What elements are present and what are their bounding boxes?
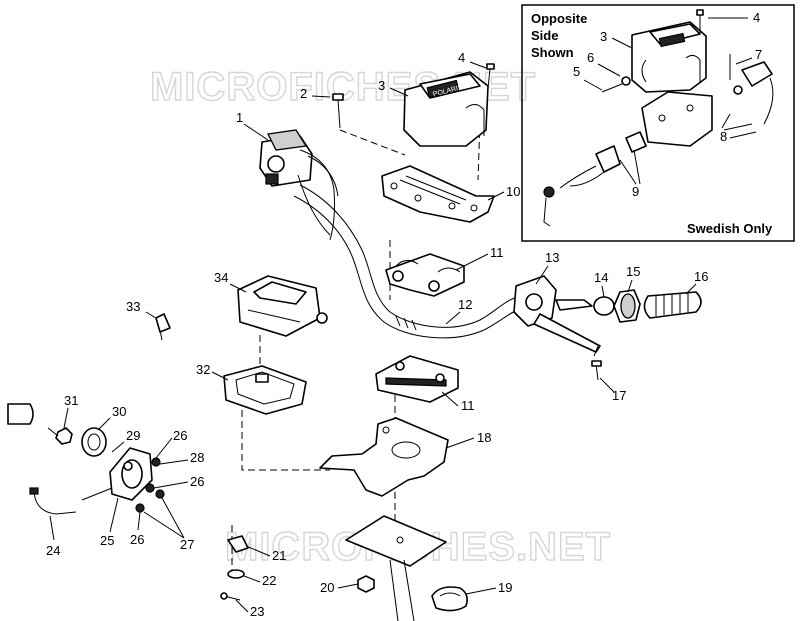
inset-callout-5: 5 xyxy=(573,64,580,79)
inset-panel: Opposite Side Shown Swedish Only xyxy=(521,4,795,242)
gauge-mount xyxy=(223,365,307,415)
callout-33: 33 xyxy=(126,299,140,314)
handlebar-clamp-lower xyxy=(375,355,459,403)
callout-19: 19 xyxy=(498,580,512,595)
callout-16: 16 xyxy=(694,269,708,284)
inset-switch-cover xyxy=(631,21,707,93)
throttle-control xyxy=(259,129,339,241)
nut-31 xyxy=(47,427,73,445)
callout-13: 13 xyxy=(545,250,559,265)
speedometer xyxy=(237,275,328,337)
callout-26-a: 26 xyxy=(173,428,187,443)
switch-cover: POLARIS xyxy=(403,71,489,147)
clip-21 xyxy=(227,535,249,553)
ignition-switch xyxy=(81,447,153,501)
pin-23 xyxy=(220,592,241,601)
inset-note: Swedish Only xyxy=(687,221,773,236)
callout-34: 34 xyxy=(214,270,228,285)
inset-callout-6: 6 xyxy=(587,50,594,65)
inset-callout-3: 3 xyxy=(600,29,607,44)
callout-12: 12 xyxy=(458,297,472,312)
inset-callout-8: 8 xyxy=(720,129,727,144)
callout-26-c: 26 xyxy=(130,532,144,547)
callout-30: 30 xyxy=(112,404,126,419)
screw-4 xyxy=(486,63,495,89)
callout-10: 10 xyxy=(506,184,520,199)
callout-18: 18 xyxy=(477,430,491,445)
inset-title-line-3: Shown xyxy=(531,45,574,60)
brake-master-cylinder xyxy=(513,275,601,357)
callout-2: 2 xyxy=(300,86,307,101)
callout-32: 32 xyxy=(196,362,210,377)
screw-17 xyxy=(591,360,602,381)
callout-11-upper: 11 xyxy=(490,245,504,260)
hose-clamp xyxy=(431,586,468,612)
callout-3: 3 xyxy=(378,78,385,93)
inset-border xyxy=(521,4,795,242)
inset-bracket xyxy=(641,91,713,147)
callout-22: 22 xyxy=(262,573,276,588)
callout-11-lower: 11 xyxy=(461,398,475,413)
inset-callout-4: 4 xyxy=(753,10,760,25)
handlebar-clamp-upper xyxy=(385,253,465,297)
heater-switch-housing xyxy=(613,289,641,323)
inset-title-line-1: Opposite xyxy=(531,11,587,26)
washer-22 xyxy=(227,569,245,579)
screw-2 xyxy=(332,93,344,129)
callout-26-b: 26 xyxy=(190,474,204,489)
callout-31: 31 xyxy=(64,393,78,408)
callout-29: 29 xyxy=(126,428,140,443)
end-cap xyxy=(593,296,615,316)
wire-lead-24 xyxy=(29,487,77,515)
callout-20: 20 xyxy=(320,580,334,595)
callout-21: 21 xyxy=(272,548,286,563)
console-bracket xyxy=(319,417,449,497)
inset-title-line-2: Side xyxy=(531,28,558,43)
callout-17: 17 xyxy=(612,388,626,403)
inset-callout-9: 9 xyxy=(632,184,639,199)
callout-24: 24 xyxy=(46,543,60,558)
callout-28: 28 xyxy=(190,450,204,465)
inset-callout-7: 7 xyxy=(755,47,762,62)
callout-4: 4 xyxy=(458,50,465,65)
handlebar xyxy=(293,184,523,339)
screw-33 xyxy=(155,313,171,341)
wire-tube xyxy=(7,403,34,425)
callout-25: 25 xyxy=(100,533,114,548)
inset-indicator-lights xyxy=(543,131,647,227)
callout-1: 1 xyxy=(236,110,243,125)
bezel-30 xyxy=(81,427,107,457)
callout-27: 27 xyxy=(180,537,194,552)
handlebar-grip xyxy=(643,291,702,319)
callout-23: 23 xyxy=(250,604,264,619)
inset-key-switch xyxy=(723,61,774,139)
nut-20 xyxy=(357,575,375,593)
callout-14: 14 xyxy=(594,270,608,285)
steering-plate xyxy=(345,515,447,621)
callout-15: 15 xyxy=(626,264,640,279)
mounting-plate xyxy=(381,165,495,223)
